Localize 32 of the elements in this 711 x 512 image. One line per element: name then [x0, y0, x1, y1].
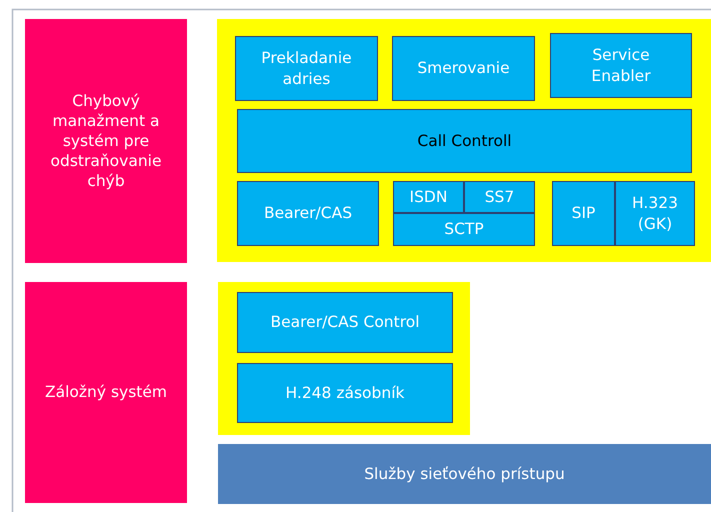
group-panel [217, 19, 711, 262]
module-box [237, 109, 692, 173]
box-label: SCTP [444, 219, 484, 240]
side-panel [25, 282, 187, 503]
module-box [237, 292, 453, 353]
module-box [615, 181, 695, 246]
box-label: H.323 (GK) [631, 193, 679, 234]
module-box [550, 33, 692, 98]
box-label: Smerovanie [417, 58, 510, 79]
module-box [552, 181, 615, 246]
module-box [237, 181, 379, 246]
box-label: SS7 [484, 186, 514, 208]
box-label: ISDN [410, 186, 448, 208]
module-box [392, 36, 535, 101]
box-label: Prekladanie adries [260, 48, 353, 89]
layer-bar [218, 444, 711, 504]
box-label: Záložný systém [44, 382, 167, 403]
box-label: Chybový manažment a systém pre odstraňovanie chýb [50, 90, 162, 192]
side-panel [25, 19, 187, 263]
module-box [237, 363, 453, 423]
box-label: Bearer/CAS [264, 203, 352, 224]
box-label: Service Enabler [590, 45, 652, 86]
box-label: SIP [572, 203, 596, 224]
module-box [464, 181, 535, 213]
module-box [393, 213, 535, 246]
module-box [235, 36, 378, 101]
module-box [393, 181, 464, 213]
box-label: Služby sieťového prístupu [364, 464, 565, 484]
box-label: Bearer/CAS Control [270, 312, 420, 333]
box-label: H.248 zásobník [286, 382, 404, 404]
box-label: Call Controll [417, 130, 512, 152]
group-panel [218, 282, 470, 435]
